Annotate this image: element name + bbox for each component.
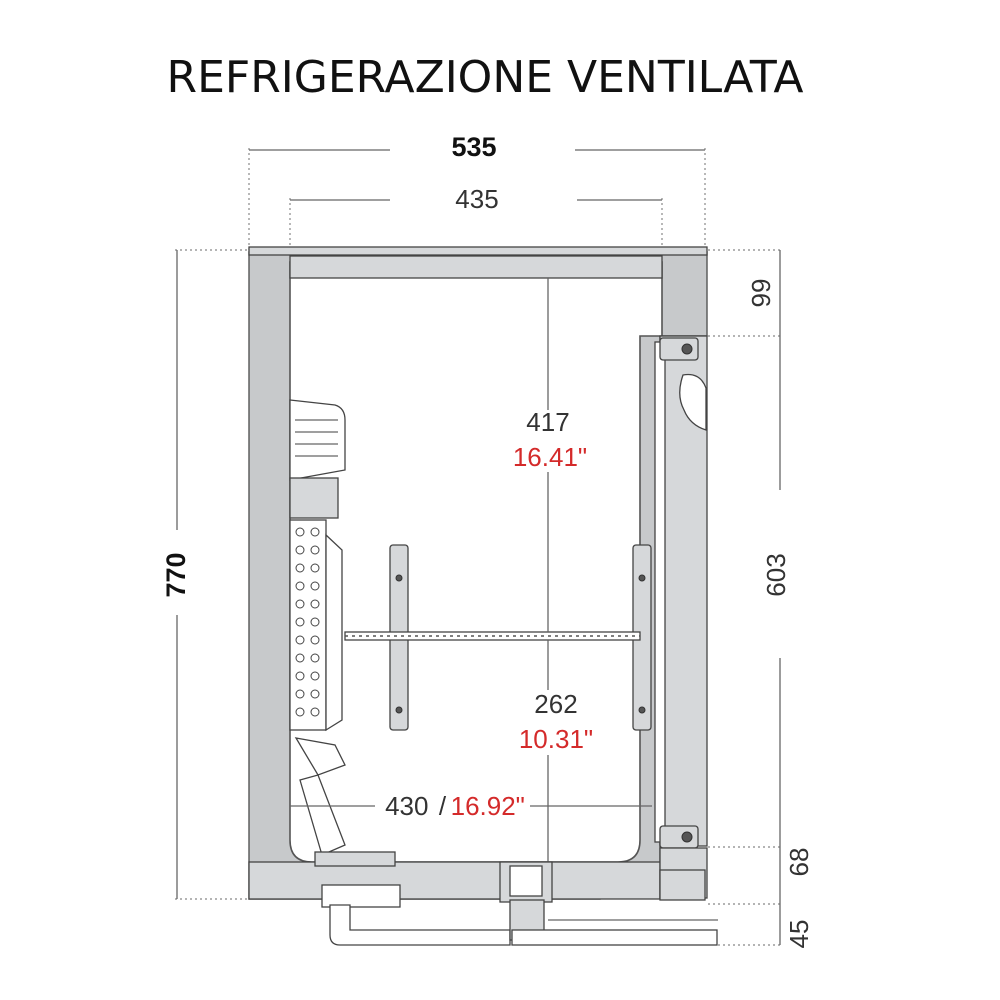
evaporator-perforations [295,527,320,717]
perforation-hole [295,599,305,609]
shelf-assembly [344,544,652,731]
overall-height-label: 770 [161,552,191,597]
perforation-hole [295,617,305,627]
perforation-hole [295,563,305,573]
cabinet-door [654,335,708,899]
perforation-hole [295,671,305,681]
dimension-inner-width: 435 [289,184,663,255]
interior-height-inch-label: 16.41" [513,442,587,472]
perforation-hole [310,653,320,663]
perforation-hole [310,581,320,591]
perforation-hole [310,563,320,573]
evaporator-unit [289,399,346,732]
overall-width-label: 535 [451,132,496,162]
perforation-hole [310,671,320,681]
top-right-height-label: 99 [746,279,776,308]
perforation-hole [295,635,305,645]
diagram-title: REFRIGERAZIONE VENTILATA [167,52,804,103]
perforation-hole [295,545,305,555]
perforation-hole [310,599,320,609]
dimension-right-chain [708,249,782,946]
perforation-hole [295,581,305,591]
perforation-hole [310,545,320,555]
shelf-gap-inch-label: 10.31" [519,724,593,754]
depth-separator: / [439,791,447,821]
perforation-hole [295,689,305,699]
depth-mm-label: 430 [385,791,428,821]
perforation-hole [310,635,320,645]
base-drain-assembly [321,861,718,946]
depth-inch-label: 16.92" [451,791,525,821]
drain-tube [294,737,396,867]
dimension-overall-height: 770 [161,249,248,900]
feet-height-label: 45 [784,920,814,949]
door-height-label: 603 [761,553,791,596]
perforation-hole [310,689,320,699]
perforation-hole [295,707,305,717]
inner-width-label: 435 [455,184,498,214]
perforation-hole [310,527,320,537]
interior-height-mm-label: 417 [526,407,569,437]
perforation-hole [310,707,320,717]
depth-label: 430 / 16.92" [385,791,525,821]
perforation-hole [295,527,305,537]
base-step-label: 68 [784,848,814,877]
shelf-gap-mm-label: 262 [534,689,577,719]
perforation-hole [295,653,305,663]
dimension-overall-width: 535 [248,132,706,252]
cabinet-body [248,246,708,900]
perforation-hole [310,617,320,627]
